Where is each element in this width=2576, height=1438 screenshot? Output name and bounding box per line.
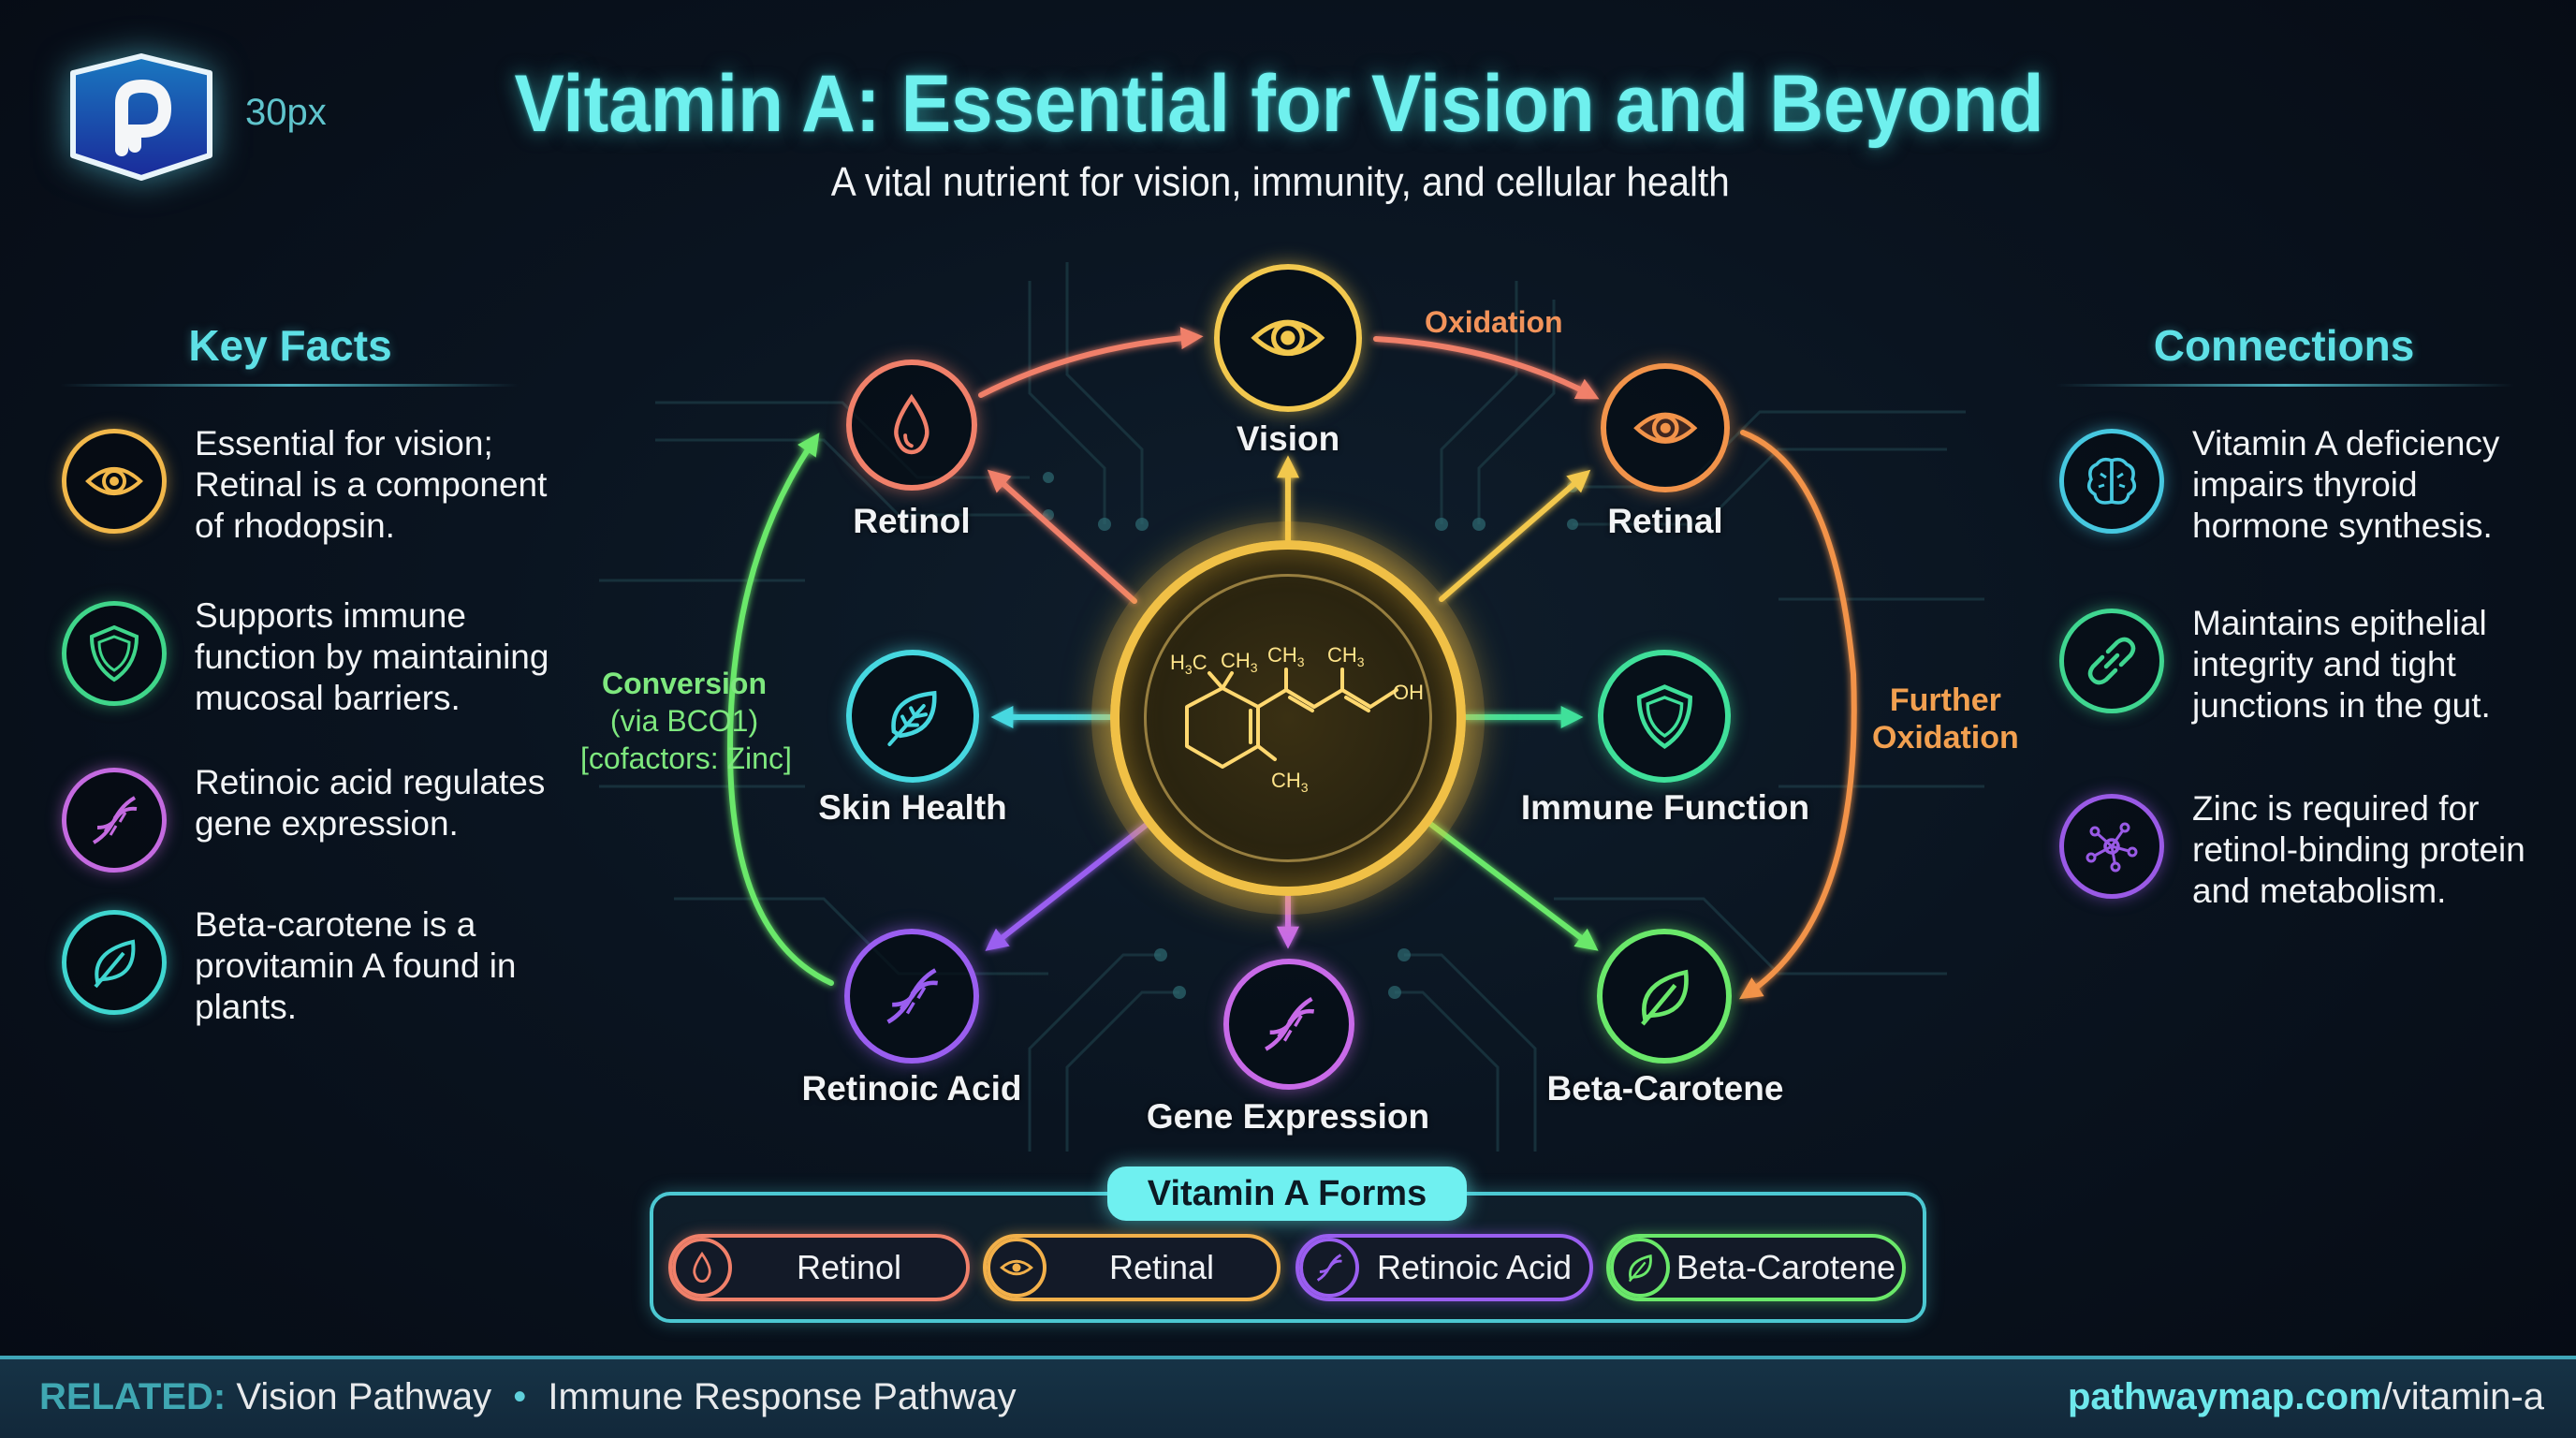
site-domain: pathwaymap.com (2067, 1376, 2382, 1417)
svg-text:CH3: CH3 (1221, 649, 1258, 675)
leaf-icon (846, 650, 979, 783)
node-label: Retinoic Acid (801, 1069, 1022, 1108)
link-icon (2059, 609, 2164, 713)
retinol-molecule-hub[interactable]: H3C CH3 CH3 CH3 OH CH3 (1110, 540, 1466, 896)
node-label: Retinal (1607, 502, 1723, 540)
related-links: RELATED: Vision Pathway • Immune Respons… (39, 1376, 1017, 1418)
node-label: Vision (1236, 419, 1340, 458)
connections-heading: Connections (2153, 321, 2415, 370)
svg-text:CH3: CH3 (1267, 643, 1305, 669)
logo-label: 30px (245, 92, 327, 133)
pathwaymap-p-shield-icon (70, 53, 212, 181)
separator-dot: • (513, 1376, 527, 1417)
eye-icon (1601, 363, 1730, 492)
dna-icon (1299, 1238, 1359, 1298)
node-label: Skin Health (818, 788, 1007, 827)
leaf-icon (62, 910, 167, 1015)
key-fact-item: Essential for vision;Retinal is a compon… (62, 424, 547, 547)
edge-label-conversion: Conversion (via BCO1) [cofactors: Zinc] (580, 667, 792, 775)
eye-icon (987, 1238, 1046, 1298)
site-link[interactable]: pathwaymap.com/vitamin-a (2068, 1376, 2544, 1418)
connections-divider (2056, 384, 2514, 387)
page-subtitle: A vital nutrient for vision, immunity, a… (831, 159, 1730, 205)
retinol-structure-icon: H3C CH3 CH3 CH3 OH CH3 (1170, 643, 1424, 795)
key-facts-heading: Key Facts (188, 321, 392, 370)
svg-text:CH3: CH3 (1327, 643, 1365, 669)
forms-legend-title: Vitamin A Forms (1107, 1167, 1467, 1221)
dna-icon (62, 768, 167, 873)
page-title: Vitamin A: Essential for Vision and Beyo… (513, 59, 2044, 149)
key-fact-text: Essential for vision;Retinal is a compon… (195, 424, 548, 545)
related-label: RELATED: (39, 1376, 227, 1417)
form-pill-beta-carotene[interactable]: Beta-Carotene (1606, 1234, 1906, 1301)
related-link-vision-pathway[interactable]: Vision Pathway (236, 1376, 492, 1417)
edge-label-further-oxidation: Further Oxidation (1872, 682, 2019, 756)
dna-icon (1223, 959, 1354, 1090)
key-facts-divider (60, 384, 519, 387)
node-label: Retinol (853, 502, 971, 540)
form-pill-retinoic-acid[interactable]: Retinoic Acid (1295, 1234, 1593, 1301)
leaf-icon (1610, 1238, 1670, 1298)
form-pill-retinol[interactable]: Retinol (668, 1234, 970, 1301)
form-pill-label: Retinoic Acid (1376, 1248, 1573, 1286)
form-pill-retinal[interactable]: Retinal (983, 1234, 1281, 1301)
network-icon (2059, 794, 2164, 899)
form-pill-label: Beta-Carotene (1676, 1248, 1896, 1286)
eye-icon (1214, 264, 1362, 412)
node-label: Immune Function (1520, 788, 1810, 827)
edge-label-oxidation: Oxidation (1425, 305, 1563, 339)
footer-bar (0, 1356, 2576, 1438)
form-pill-label: Retinal (1108, 1248, 1215, 1286)
brain-icon (2059, 429, 2164, 534)
node-label: Gene Expression (1146, 1097, 1430, 1136)
eye-icon (62, 429, 167, 534)
shield-icon (1598, 650, 1731, 783)
svg-text:CH3: CH3 (1271, 769, 1309, 795)
svg-text:H3C: H3C (1170, 651, 1208, 677)
logo[interactable] (64, 52, 219, 182)
dna-icon (844, 929, 979, 1064)
shield-icon (62, 601, 167, 706)
node-label: Beta-Carotene (1546, 1069, 1784, 1108)
svg-text:OH: OH (1393, 681, 1424, 704)
hub-inner-ring (1144, 574, 1432, 862)
form-pill-label: Retinol (796, 1248, 902, 1286)
site-path: /vitamin-a (2381, 1376, 2544, 1417)
droplet-icon (846, 360, 977, 491)
related-link-immune-response-pathway[interactable]: Immune Response Pathway (548, 1376, 1017, 1417)
leaf-icon (1597, 929, 1732, 1064)
droplet-icon (672, 1238, 732, 1298)
